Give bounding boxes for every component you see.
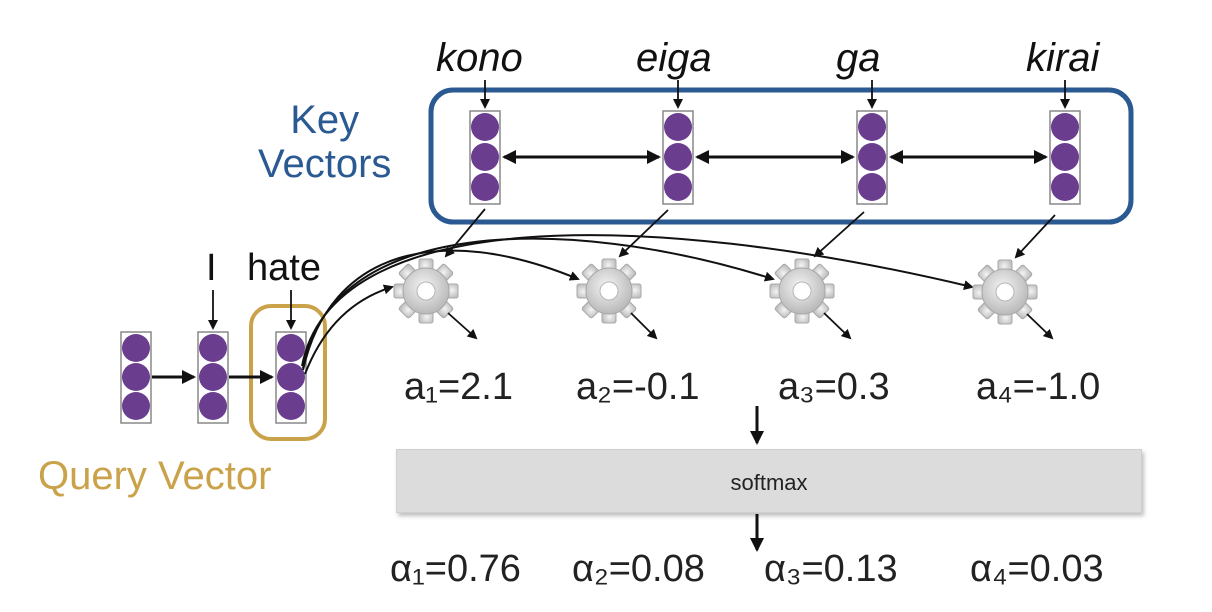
- source-word-ga: ga: [836, 36, 881, 80]
- query-to-score-4: [301, 234, 974, 367]
- target-word-hate: hate: [247, 247, 321, 289]
- query-to-score-3: [302, 237, 775, 369]
- weight-alpha3: α₃=0.13: [764, 548, 898, 590]
- score-out-arrow-1: [447, 312, 478, 340]
- weight-alpha2: α₂=0.08: [572, 548, 705, 590]
- score-a4: a₄=-1.0: [976, 366, 1101, 408]
- key-to-score-3: [813, 211, 865, 258]
- query-to-score-1: [304, 284, 394, 375]
- key-vectors-frame: [428, 87, 1134, 225]
- softmax-box: softmax: [396, 449, 1142, 513]
- key-vector-kono: [469, 110, 501, 205]
- query-vector-hate: [275, 331, 307, 424]
- query-vector-frame: [249, 304, 327, 441]
- key-to-score-1: [444, 208, 486, 258]
- score-out-arrow-2: [630, 312, 658, 340]
- key-to-score-4: [1014, 214, 1056, 259]
- key-vector-ga: [856, 110, 888, 205]
- softmax-label: softmax: [730, 470, 808, 495]
- score-a1: a₁=2.1: [404, 366, 513, 408]
- source-word-kirai: kirai: [1026, 36, 1100, 80]
- score-out-arrow-3: [823, 312, 852, 340]
- query-vector-i: [197, 331, 229, 424]
- score-out-arrow-4: [1026, 313, 1054, 340]
- weight-alpha4: α₄=0.03: [970, 548, 1104, 590]
- weight-alpha1: α₁=0.76: [390, 548, 521, 590]
- key-to-score-2: [618, 209, 669, 258]
- key-vector-eiga: [662, 110, 694, 205]
- query-vector-start: [120, 331, 152, 424]
- source-word-eiga: eiga: [636, 36, 712, 80]
- query-vector-label: Query Vector: [38, 454, 272, 498]
- gear-icon: [576, 258, 642, 324]
- score-a3: a₃=0.3: [778, 366, 890, 408]
- target-word-i: I: [206, 247, 217, 289]
- key-vector-kirai: [1049, 110, 1081, 205]
- gear-icon: [769, 258, 835, 324]
- source-word-kono: kono: [436, 36, 523, 80]
- gear-icon: [393, 258, 459, 324]
- score-a2: a₂=-0.1: [576, 366, 700, 408]
- key-vectors-label: Key Vectors: [258, 98, 392, 186]
